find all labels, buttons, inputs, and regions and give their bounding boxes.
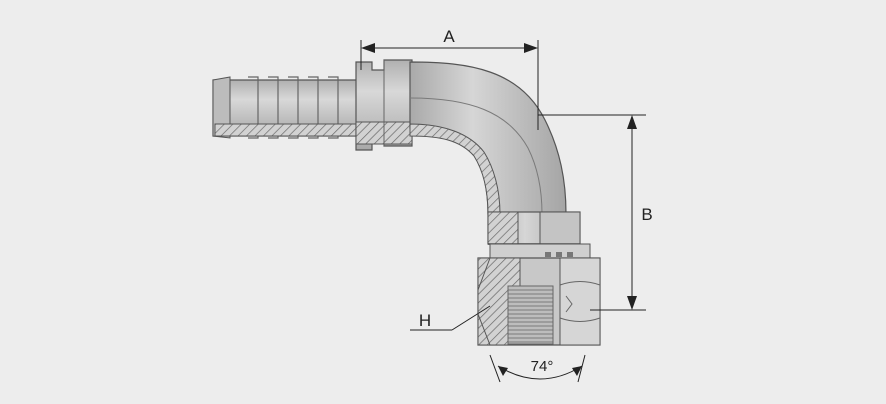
swivel-nut [477, 257, 601, 346]
dimension-h-label: H [419, 311, 431, 330]
angle-label: 74° [531, 358, 554, 375]
o-ring-marks [545, 252, 573, 257]
collar [355, 59, 413, 151]
swivel-seat [487, 211, 591, 259]
angle-dimension [489, 354, 586, 383]
hose-tail [212, 76, 366, 139]
dimension-b [538, 114, 646, 311]
dimension-b-label: B [641, 205, 652, 224]
dimension-a-label: A [443, 27, 455, 46]
barb-ridges [248, 76, 339, 139]
dimension-a [360, 40, 539, 130]
leader-h [410, 305, 491, 331]
elbow-bend [409, 61, 567, 215]
